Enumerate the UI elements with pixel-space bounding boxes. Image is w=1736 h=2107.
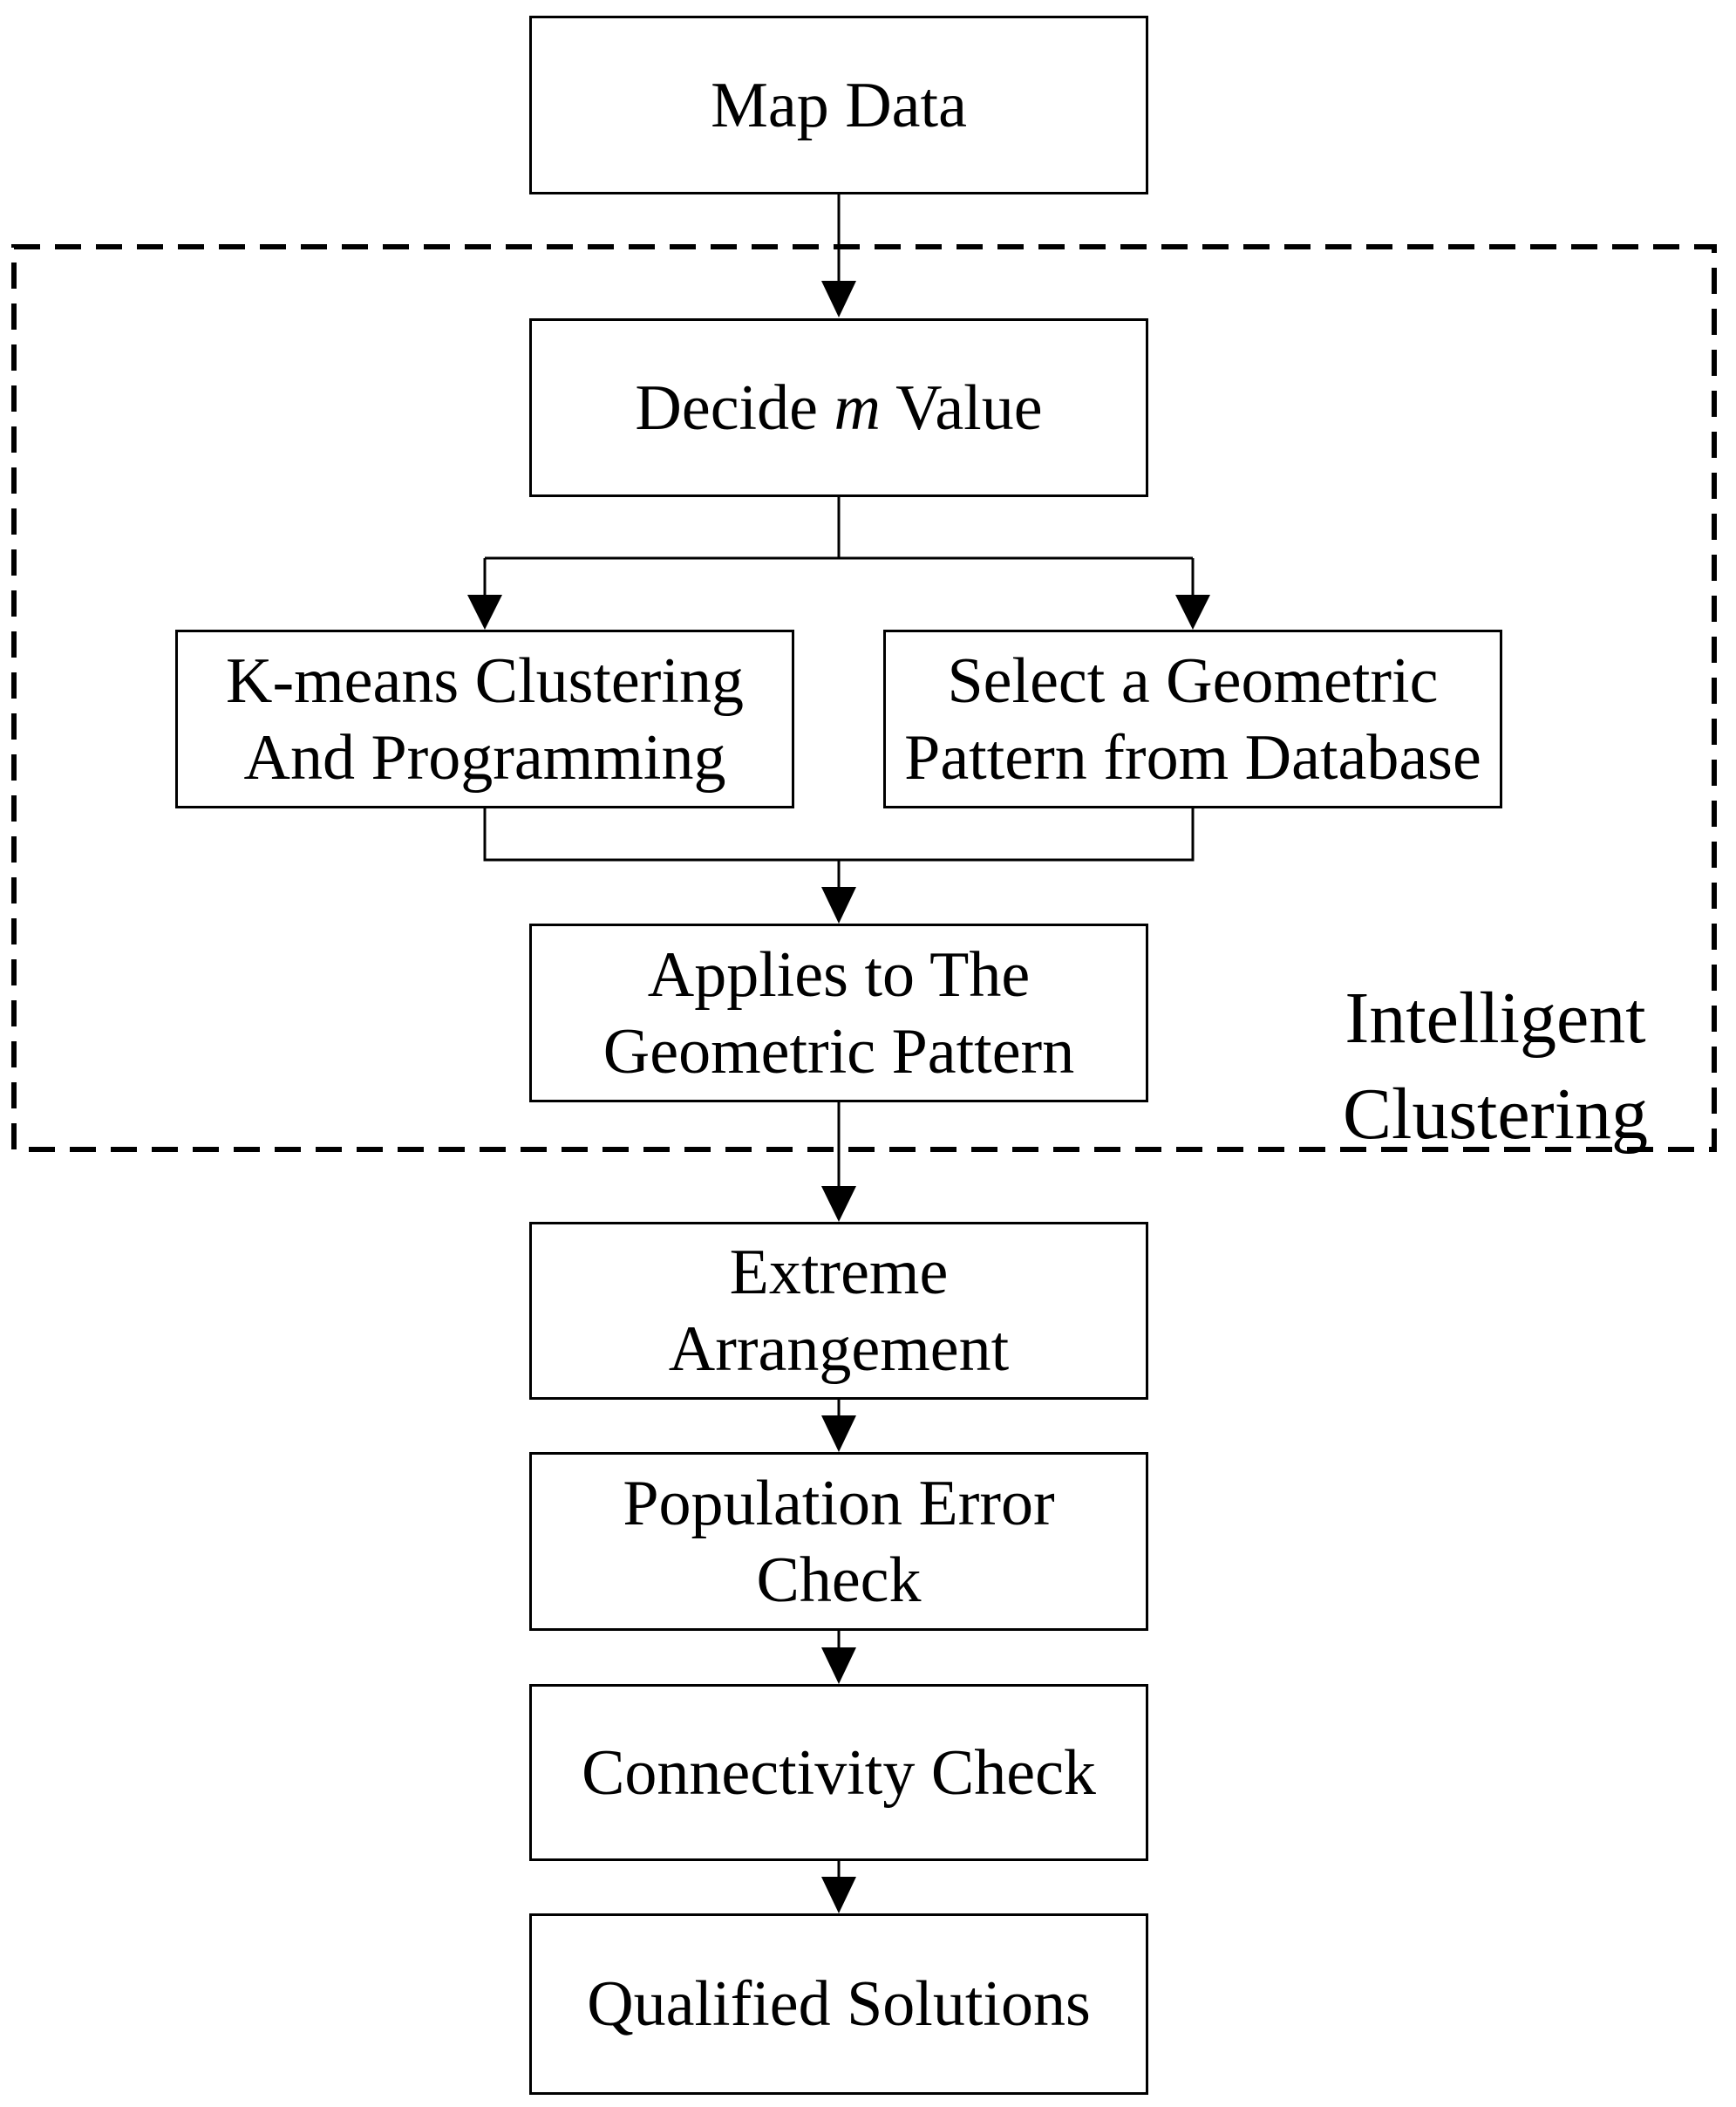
arrowhead-down-icon: [821, 1647, 856, 1684]
node-map-data: Map Data: [529, 16, 1148, 194]
arrowhead-down-icon: [821, 1877, 856, 1913]
node-applies-label-line1: Applies to The: [647, 938, 1031, 1011]
node-applies-label-line2: Geometric Pattern: [602, 1015, 1075, 1088]
node-kmeans-clustering-label-line2: And Programming: [243, 721, 726, 794]
node-decide-m-value: Decide m Value: [529, 318, 1148, 497]
arrowhead-down-icon: [467, 595, 502, 630]
node-connectivity-check-label: Connectivity Check: [582, 1736, 1096, 1809]
node-decide-m-value-label: Decide m Value: [635, 370, 1042, 447]
node-kmeans-clustering-label-line1: K-means Clustering: [226, 644, 744, 717]
arrowhead-down-icon: [821, 281, 856, 317]
arrowhead-down-icon: [821, 887, 856, 924]
node-select-geometric-pattern-label-line2: Pattern from Database: [904, 721, 1481, 794]
region-label-line1: Intelligent: [1345, 978, 1646, 1059]
node-extreme-arrangement-label-line2: Arrangement: [668, 1313, 1010, 1385]
dashed-region-border: [11, 244, 1717, 1152]
arrowhead-down-icon: [821, 1186, 856, 1222]
node-map-data-label: Map Data: [711, 69, 967, 141]
node-population-error-check: Population Error Check: [529, 1452, 1148, 1631]
decide-label-suffix: Value: [880, 372, 1043, 444]
node-extreme-arrangement-label-line1: Extreme: [729, 1237, 949, 1308]
arrowhead-down-icon: [821, 1415, 856, 1452]
node-extreme-arrangement: Extreme Arrangement: [529, 1222, 1148, 1400]
node-select-geometric-pattern-label-line1: Select a Geometric: [947, 644, 1439, 717]
node-population-error-check-label-line2: Check: [756, 1544, 922, 1616]
region-label-line2: Clustering: [1343, 1074, 1648, 1155]
node-qualified-solutions-label: Qualified Solutions: [587, 1968, 1091, 2040]
arrowhead-down-icon: [1175, 595, 1210, 630]
region-label-intelligent-clustering: Intelligent Clustering: [1234, 971, 1736, 1163]
node-connectivity-check: Connectivity Check: [529, 1684, 1148, 1861]
node-qualified-solutions: Qualified Solutions: [529, 1913, 1148, 2095]
decide-label-variable-m: m: [834, 372, 881, 444]
node-population-error-check-label-line1: Population Error: [623, 1467, 1055, 1539]
node-applies-to-geometric-pattern: Applies to The Geometric Pattern: [529, 924, 1148, 1102]
decide-label-prefix: Decide: [635, 372, 834, 444]
node-select-geometric-pattern: Select a Geometric Pattern from Database: [883, 630, 1502, 808]
node-kmeans-clustering: K-means Clustering And Programming: [175, 630, 794, 808]
